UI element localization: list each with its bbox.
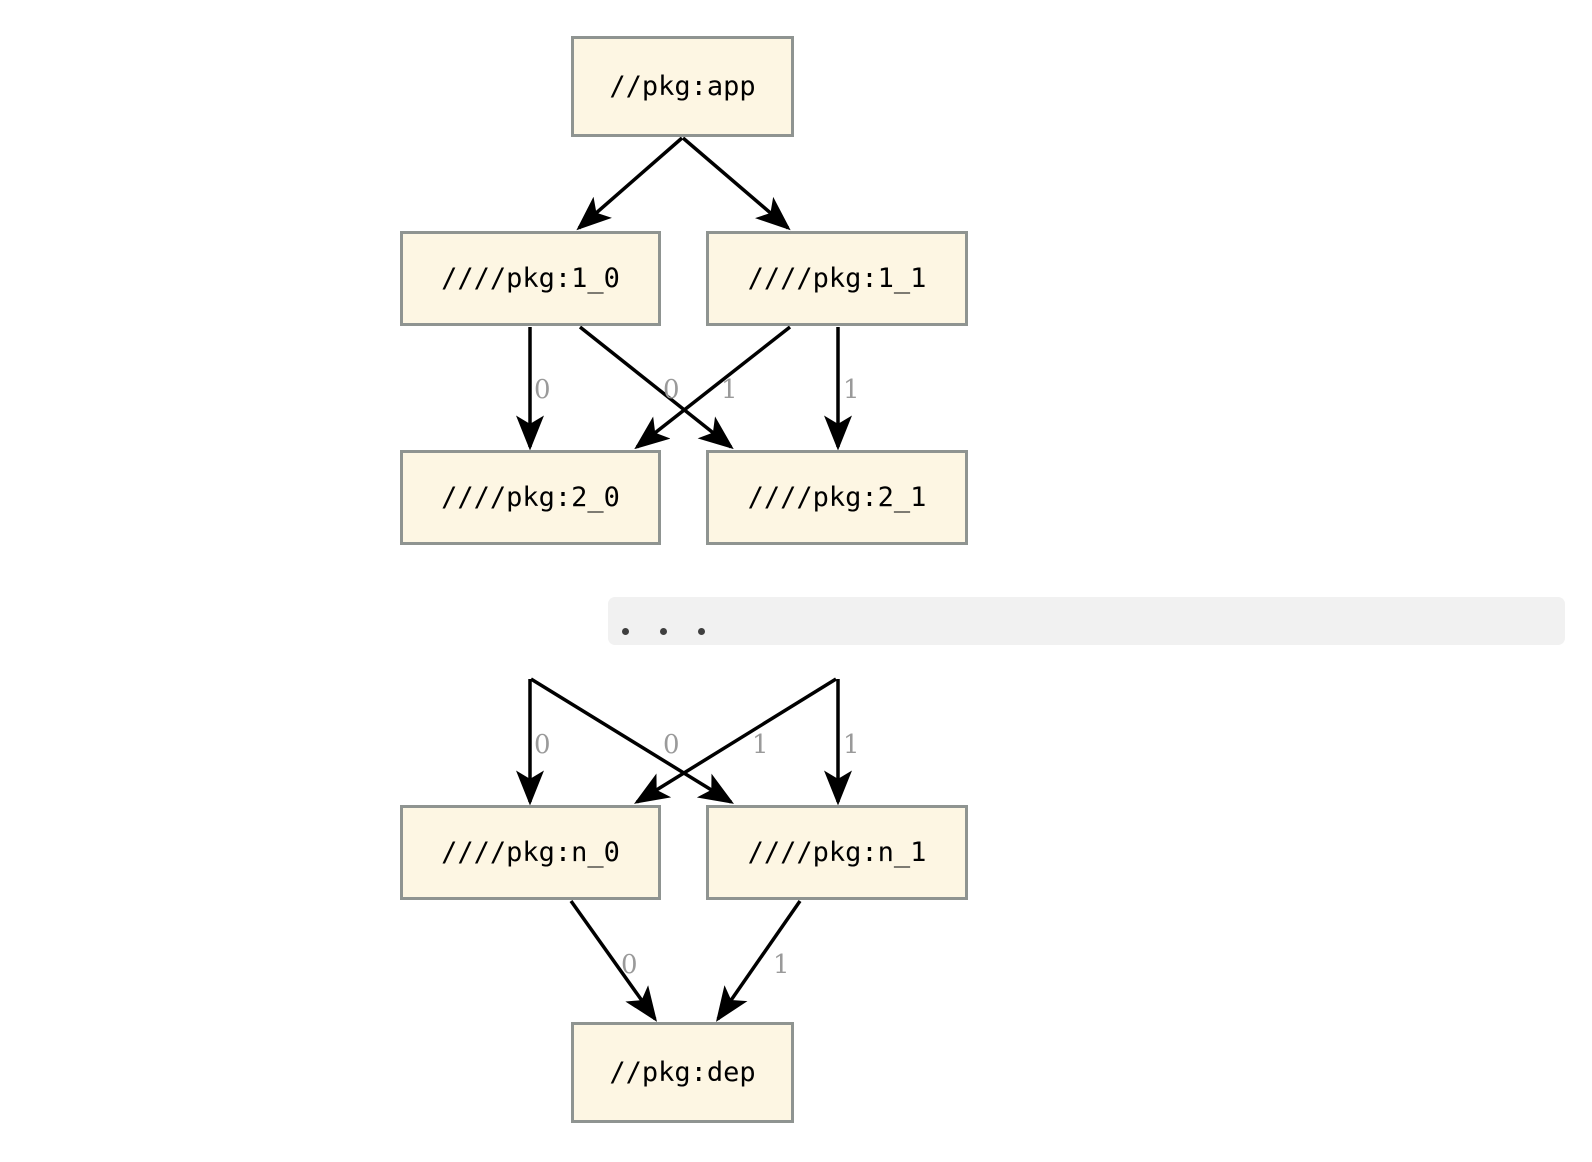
graph-edge-source-to-ln_0 — [634, 677, 837, 804]
graph-edge-ln_1-to-dep — [716, 900, 802, 1022]
edge-label: 0 — [663, 375, 680, 405]
ellipsis-dots — [622, 628, 705, 635]
graph-node-l1_0[interactable]: ////pkg:1_0 — [400, 231, 661, 326]
graph-edge-source-to-ln_1 — [530, 677, 734, 804]
edge-label: 1 — [843, 375, 860, 405]
graph-edge-app-to-l1_1 — [681, 136, 791, 231]
graph-node-l1_1[interactable]: ////pkg:1_1 — [706, 231, 968, 326]
edge-label: 0 — [534, 730, 551, 760]
graph-edge-l1_0-to-l2_1 — [578, 325, 734, 450]
ellipsis-dot — [698, 628, 705, 635]
graph-node-ln_0[interactable]: ////pkg:n_0 — [400, 805, 661, 900]
ellipsis-dot — [660, 628, 667, 635]
edge-label: 1 — [752, 730, 769, 760]
edge-label: 1 — [773, 950, 790, 980]
edge-label: 1 — [721, 375, 738, 405]
ellipsis-dot — [622, 628, 629, 635]
node-label: ////pkg:1_0 — [441, 263, 620, 294]
edge-label: 1 — [843, 730, 860, 760]
graph-node-l2_0[interactable]: ////pkg:2_0 — [400, 450, 661, 545]
node-label: ////pkg:1_1 — [747, 263, 927, 294]
graph-edge-l1_1-to-l2_0 — [634, 325, 792, 450]
edge-label: 0 — [663, 730, 680, 760]
ellipsis-separator — [608, 597, 1565, 645]
graph-edge-ln_0-to-dep — [569, 899, 658, 1022]
node-label: ////pkg:n_1 — [747, 837, 927, 868]
graph-node-ln_1[interactable]: ////pkg:n_1 — [706, 805, 968, 900]
node-label: //pkg:dep — [609, 1057, 756, 1088]
edge-layer — [516, 136, 852, 1022]
node-label: ////pkg:n_0 — [441, 837, 620, 868]
graph-edge-app-to-l1_0 — [576, 136, 684, 231]
graph-node-l2_1[interactable]: ////pkg:2_1 — [706, 450, 968, 545]
node-label: ////pkg:2_0 — [441, 482, 620, 513]
node-label: //pkg:app — [609, 71, 756, 102]
edge-label: 0 — [534, 375, 551, 405]
node-label: ////pkg:2_1 — [747, 482, 927, 513]
graph-node-dep[interactable]: //pkg:dep — [571, 1022, 794, 1123]
graph-node-app[interactable]: //pkg:app — [571, 36, 794, 137]
edge-label: 0 — [621, 950, 638, 980]
